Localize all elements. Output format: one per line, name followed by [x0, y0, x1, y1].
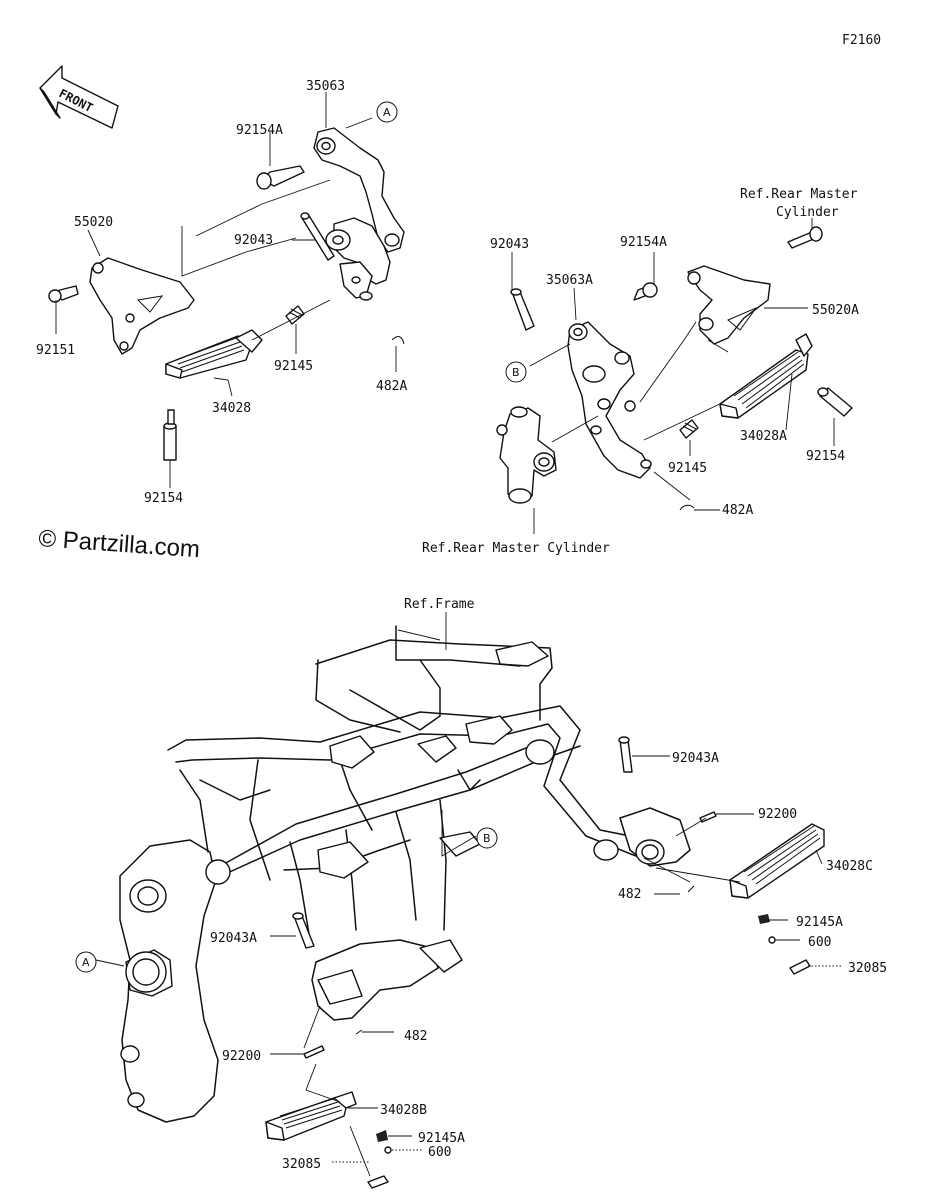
bracket-35063A: [567, 321, 652, 479]
callout-a-frame: [75, 951, 97, 973]
label-92145-left: 92145: [274, 359, 313, 374]
footpeg-34028A: [719, 333, 813, 419]
label-ref-rear-master-top-1: Ref.Rear Master: [740, 187, 858, 202]
label-92151: 92151: [36, 343, 75, 358]
diagram-code: F2160: [842, 33, 881, 48]
label-92043-left: 92043: [234, 233, 273, 248]
callout-a-frame-label: A: [82, 956, 90, 969]
label-35063: 35063: [306, 79, 345, 94]
spring-92145A-right: [758, 914, 770, 924]
rear-master-cylinder: [496, 406, 557, 504]
footpeg-34028: [165, 329, 263, 379]
label-92145-right: 92145: [668, 461, 707, 476]
callout-b-frame-label: B: [483, 832, 491, 845]
label-600-right: 600: [808, 935, 831, 950]
label-92145A-right: 92145A: [796, 915, 843, 930]
front-arrow-icon: FRONT: [39, 65, 119, 129]
washer-92200-left: [303, 1045, 325, 1059]
label-482-left: 482: [404, 1029, 427, 1044]
label-35063A: 35063A: [546, 273, 593, 288]
label-482A-right: 482A: [722, 503, 753, 518]
label-92154-left: 92154: [144, 491, 183, 506]
label-92154A-right: 92154A: [620, 235, 667, 250]
part-labels: 35063 92154A 92043 55020 92151 92145 482…: [36, 79, 887, 1172]
footpeg-34028B: [265, 1091, 357, 1141]
bolt-ref-master-cylinder: [787, 226, 823, 249]
label-600-left: 600: [428, 1145, 451, 1160]
pin-32085-right: [789, 959, 811, 975]
label-92154-right: 92154: [806, 449, 845, 464]
pin-32085-left: [367, 1175, 389, 1189]
frame-assembly: B A: [75, 612, 842, 1189]
callout-a-top: [376, 101, 398, 123]
partzilla-watermark: © Partzilla.com: [38, 525, 201, 563]
label-482A-left: 482A: [376, 379, 407, 394]
bracket-35063: [313, 127, 405, 301]
pin-92043A-lower: [292, 912, 315, 949]
label-92154A-left: 92154A: [236, 123, 283, 138]
label-32085-right: 32085: [848, 961, 887, 976]
washer-600-left: [384, 1146, 392, 1154]
label-32085-left: 32085: [282, 1157, 321, 1172]
label-34028C: 34028C: [826, 859, 873, 874]
callout-b-top: [505, 361, 527, 383]
pin-92043-right: [510, 288, 535, 331]
spring-92145A-left: [376, 1130, 388, 1142]
label-55020: 55020: [74, 215, 113, 230]
label-34028: 34028: [212, 401, 251, 416]
label-92043A-lower: 92043A: [210, 931, 257, 946]
label-ref-frame: Ref.Frame: [404, 597, 475, 612]
label-55020A: 55020A: [812, 303, 859, 318]
pin-92154-right: [817, 387, 853, 417]
bolt-92154A-right: [633, 282, 658, 301]
callout-a-top-label: A: [383, 106, 391, 119]
label-92043A-upper: 92043A: [672, 751, 719, 766]
heel-guard-55020: [89, 257, 195, 355]
heel-guard-55020A: [687, 265, 771, 345]
clip-482A-left: [391, 336, 405, 345]
label-ref-rear-master-top-2: Cylinder: [776, 205, 839, 220]
label-92145A-left: 92145A: [418, 1131, 465, 1146]
label-ref-rear-master-bottom: Ref.Rear Master Cylinder: [422, 541, 610, 556]
label-92043-right: 92043: [490, 237, 529, 252]
spring-92145-left: [285, 305, 305, 325]
clip-482-right: [687, 885, 695, 893]
bolt-92154A-left: [256, 165, 305, 190]
footpeg-34028C: [729, 823, 825, 899]
spring-92145-right: [679, 419, 699, 439]
callout-b-top-label: B: [512, 366, 520, 379]
label-482-right: 482: [618, 887, 641, 902]
label-92200-right: 92200: [758, 807, 797, 822]
label-92200-left: 92200: [222, 1049, 261, 1064]
clip-482-left: [355, 1029, 363, 1035]
pin-92043-left: [300, 212, 335, 261]
pin-92043A-upper: [618, 736, 633, 773]
label-34028B: 34028B: [380, 1103, 427, 1118]
label-34028A: 34028A: [740, 429, 787, 444]
callout-b-frame: [476, 827, 498, 849]
left-footrest-assembly: A: [48, 92, 405, 488]
pin-92154-left: [163, 409, 177, 461]
clip-482A-right: [679, 504, 695, 511]
washer-600-right: [768, 936, 776, 944]
bolt-92151: [48, 285, 79, 303]
right-footrest-assembly: B: [496, 218, 853, 534]
